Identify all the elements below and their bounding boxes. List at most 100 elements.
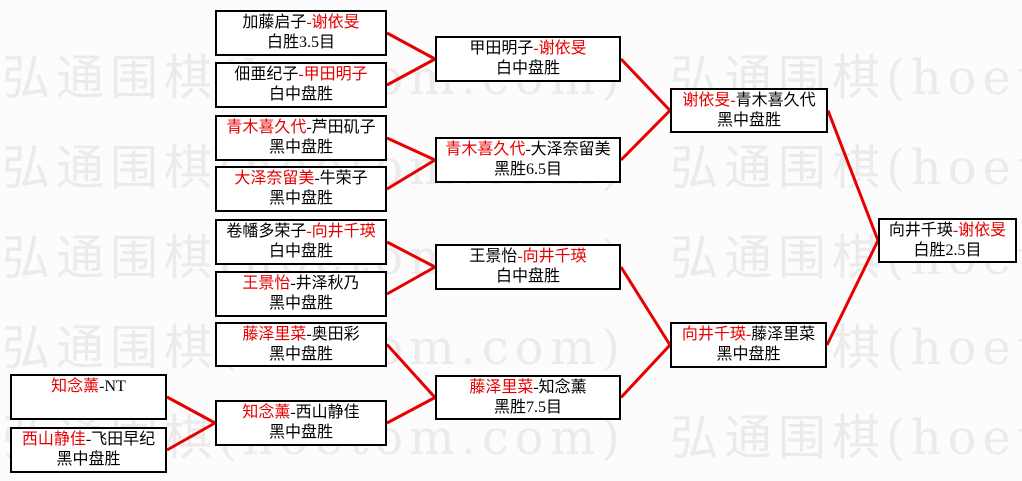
bracket-connector (619, 109, 672, 162)
match-players: 青木喜久代-芦田矶子 (217, 118, 385, 138)
player-name-right: 谢依旻 (311, 14, 360, 31)
bracket-connector (825, 239, 880, 346)
player-name-left: 谢依旻 (682, 92, 731, 109)
match-result: 黑胜6.5目 (493, 161, 562, 178)
player-name-left: 向井千瑛 (681, 326, 746, 343)
match-result: 黑中盘胜 (268, 295, 333, 312)
player-separator: - (306, 223, 312, 240)
watermark-text: 弘通围棋(hoetom.com) (670, 140, 1022, 196)
match-result: 白中盘胜 (495, 268, 560, 285)
match-box-c4m1: 谢依旻-青木喜久代 黑中盘胜 (670, 88, 828, 133)
match-result: 白中盘胜 (268, 243, 333, 260)
player-name-right: 牛荣子 (319, 170, 368, 187)
bracket-connector (385, 343, 437, 399)
match-box-c5m1: 向井千瑛-谢依旻 白胜2.5目 (878, 218, 1017, 263)
player-name-left: 藤泽里菜 (242, 326, 307, 343)
match-result: 黑中盘胜 (268, 424, 333, 441)
match-box-c2m4: 大泽奈留美-牛荣子 黑中盘胜 (215, 166, 387, 212)
player-name-left: 向井千瑛 (888, 222, 953, 239)
match-players: 藤泽里菜-知念薰 (437, 378, 619, 398)
match-box-c1m1: 知念薰-NT (10, 374, 167, 420)
bracket-connector (619, 57, 672, 112)
player-name-right: 知念薰 (538, 379, 587, 396)
player-separator: - (99, 378, 105, 395)
match-box-c4m2: 向井千瑛-藤泽里菜 黑中盘胜 (670, 322, 827, 368)
player-name-left: 知念薰 (51, 378, 100, 395)
player-name-right: 谢依旻 (538, 40, 587, 57)
match-players: 谢依旻-青木喜久代 (672, 91, 826, 111)
player-name-left: 王景怡 (242, 275, 291, 292)
bracket-connector (386, 240, 436, 269)
bracket-connector (386, 31, 436, 61)
match-players: 大泽奈留美-牛荣子 (217, 169, 385, 189)
match-result (12, 397, 165, 417)
bracket-connector (826, 109, 880, 242)
match-result: 白胜3.5目 (266, 34, 335, 51)
match-players: 知念薰-NT (12, 377, 165, 397)
match-result: 白中盘胜 (495, 60, 560, 77)
player-name-left: 西山静佳 (21, 431, 86, 448)
player-name-left: 藤泽里菜 (469, 379, 534, 396)
match-players: 藤泽里菜-奥田彩 (217, 325, 385, 345)
player-separator: - (745, 326, 752, 343)
match-result: 黑中盘胜 (716, 346, 781, 363)
player-name-left: 青木喜久代 (445, 141, 526, 158)
match-result: 黑中盘胜 (268, 346, 333, 363)
player-name-right: 芦田矶子 (311, 119, 376, 136)
player-name-right: NT (104, 378, 126, 395)
player-name-right: 谢依旻 (958, 222, 1007, 239)
match-box-c2m8: 知念薰-西山静佳 黑中盘胜 (215, 400, 387, 446)
bracket-connector (386, 136, 436, 162)
match-result: 白中盘胜 (268, 86, 333, 103)
player-separator: - (298, 66, 304, 83)
match-players: 王景怡-向井千瑛 (437, 247, 619, 267)
player-name-left: 佃亜纪子 (234, 66, 299, 83)
player-name-right: 藤泽里菜 (751, 326, 816, 343)
bracket-connector (386, 57, 436, 87)
match-players: 向井千瑛-藤泽里菜 (672, 325, 825, 345)
bracket-connector (386, 158, 436, 191)
player-separator: - (306, 14, 312, 31)
bracket-connector (166, 395, 216, 425)
match-players: 知念薰-西山静佳 (217, 403, 385, 423)
bracket-connector (619, 266, 672, 346)
bracket-connector (166, 421, 216, 452)
bracket-connector (386, 396, 436, 425)
player-separator: - (306, 119, 312, 136)
match-box-c3m3: 王景怡-向井千瑛 白中盘胜 (435, 244, 621, 290)
match-box-c3m4: 藤泽里菜-知念薰 黑胜7.5目 (435, 375, 621, 420)
bracket-connector (619, 343, 672, 399)
player-name-right: 西山静佳 (295, 404, 360, 421)
match-players: 向井千瑛-谢依旻 (880, 221, 1015, 241)
player-separator: - (306, 326, 312, 343)
match-players: 佃亜纪子-甲田明子 (217, 65, 385, 85)
match-result: 白胜2.5目 (913, 242, 982, 259)
match-box-c3m1: 甲田明子-谢依旻 白中盘胜 (435, 36, 621, 82)
player-name-right: 向井千瑛 (522, 248, 587, 265)
match-box-c1m2: 西山静佳-飞田早纪 黑中盘胜 (10, 427, 167, 473)
player-name-right: 飞田早纪 (91, 431, 156, 448)
player-name-right: 向井千瑛 (311, 223, 376, 240)
match-players: 王景怡-井泽秋乃 (217, 274, 385, 294)
player-separator: - (290, 275, 296, 292)
match-result: 黑中盘胜 (268, 190, 333, 207)
match-box-c3m2: 青木喜久代-大泽奈留美 黑胜6.5目 (435, 137, 621, 183)
player-name-right: 甲田明子 (303, 66, 368, 83)
player-name-left: 王景怡 (469, 248, 518, 265)
player-name-right: 青木喜久代 (735, 92, 816, 109)
match-result: 黑胜7.5目 (493, 399, 562, 416)
match-result: 黑中盘胜 (716, 112, 781, 129)
match-box-c2m1: 加藤启子-谢依旻 白胜3.5目 (215, 10, 387, 56)
match-players: 青木喜久代-大泽奈留美 (437, 140, 619, 160)
match-players: 甲田明子-谢依旻 (437, 39, 619, 59)
player-separator: - (952, 222, 959, 239)
player-separator: - (517, 248, 523, 265)
match-result: 黑中盘胜 (268, 139, 333, 156)
match-players: 加藤启子-谢依旻 (217, 13, 385, 33)
match-box-c2m2: 佃亜纪子-甲田明子 白中盘胜 (215, 62, 387, 108)
player-name-right: 大泽奈留美 (530, 141, 611, 158)
match-box-c2m3: 青木喜久代-芦田矶子 黑中盘胜 (215, 115, 387, 161)
bracket-connector (386, 265, 436, 296)
